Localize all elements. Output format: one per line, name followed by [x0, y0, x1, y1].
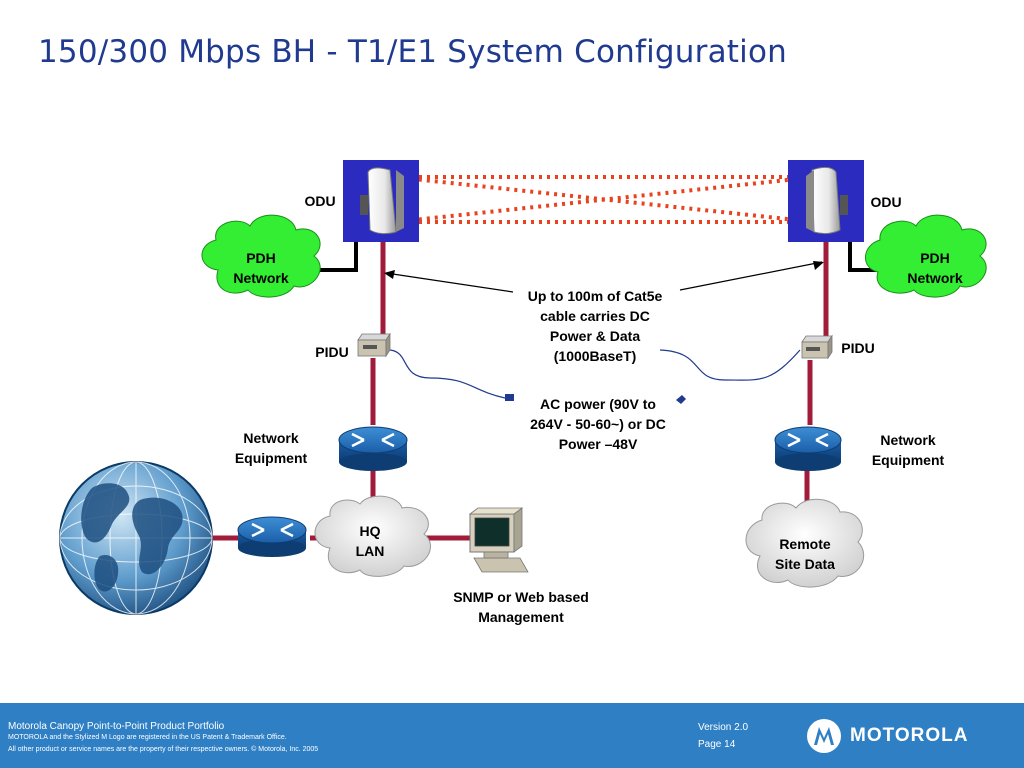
plug-icon-right [676, 395, 686, 404]
footer-page-number: Page 14 [698, 739, 736, 750]
cat5e-cables [209, 242, 829, 541]
plug-icon [505, 394, 514, 401]
odu-right-label: ODU [870, 194, 902, 210]
router-internet-icon [237, 516, 307, 557]
hq-lan-label: HQ LAN [355, 523, 385, 559]
odu-left-icon [343, 160, 419, 242]
power-cords [389, 349, 801, 399]
system-diagram [59, 160, 987, 615]
power-note-label: AC power (90V to 264V - 50-60~) or DC Po… [530, 396, 666, 452]
odu-left-label: ODU [304, 193, 336, 209]
footer-bar: Motorola Canopy Point-to-Point Product P… [0, 703, 1024, 768]
cable-note-label: Up to 100m of Cat5e cable carries DC Pow… [527, 288, 663, 364]
page-title: 150/300 Mbps BH - T1/E1 System Configura… [38, 34, 787, 70]
footer-version: Version 2.0 [698, 722, 749, 733]
pdh-cloud-right [865, 214, 987, 298]
footer-portfolio-text: Motorola Canopy Point-to-Point Product P… [8, 721, 225, 732]
pdh-cloud-left [201, 214, 321, 298]
pidu-left-label: PIDU [315, 344, 349, 360]
hq-lan-cloud [314, 495, 431, 577]
router-right-icon [774, 426, 842, 471]
radio-links [394, 175, 816, 224]
footer-trademark-text: MOTOROLA and the Stylized M Logo are reg… [8, 734, 287, 741]
pdh-network-right-label: PDH Network [907, 250, 963, 286]
computer-icon [468, 507, 529, 573]
globe-icon [59, 461, 213, 615]
pdh-links [310, 242, 880, 272]
motorola-logo-icon [807, 719, 841, 753]
pidu-right-icon [801, 334, 833, 360]
pdh-network-left-label: PDH Network [233, 250, 289, 286]
router-left-icon [338, 426, 408, 471]
odu-right-icon [788, 160, 864, 242]
link-arrowheads [392, 172, 818, 227]
remote-site-cloud [745, 498, 864, 588]
motorola-brand: MOTOROLA [850, 725, 969, 746]
pidu-right-label: PIDU [841, 340, 875, 356]
pidu-left-icon [357, 332, 391, 358]
network-equipment-left-label: Network Equipment [234, 430, 308, 466]
cable-note-arrows [385, 261, 823, 293]
management-label: SNMP or Web based Management [453, 589, 589, 625]
remote-site-data-label: Remote Site Data [775, 536, 835, 572]
network-equipment-right-label: Network Equipment [871, 432, 945, 468]
footer-copyright-text: All other product or service names are t… [8, 746, 319, 753]
